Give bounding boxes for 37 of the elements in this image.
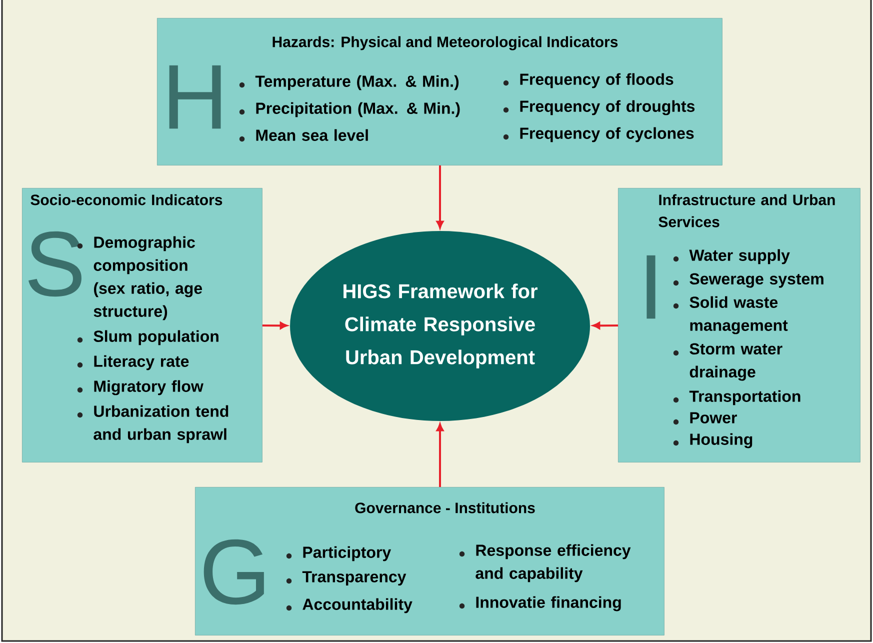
box-heading: Socio-economic Indicators bbox=[30, 194, 222, 206]
bullet-item: Urbanization tend and urban sprawl bbox=[77, 405, 228, 444]
bullet-item: Accountability bbox=[286, 598, 412, 614]
bullet-item: Power bbox=[673, 412, 737, 425]
bullet-item: Slum population bbox=[77, 330, 218, 346]
bullet-item: Frequency of cyclones bbox=[503, 127, 694, 142]
bullet-item: Participtory bbox=[286, 546, 392, 562]
bullet-item: Precipitation (Max. & Min.) bbox=[239, 102, 460, 118]
bullet-item: Temperature (Max. & Min.) bbox=[239, 75, 459, 90]
arrow bbox=[262, 322, 288, 330]
big-letter: H bbox=[169, 65, 221, 129]
bullet-item: Storm water drainage bbox=[673, 343, 782, 381]
big-letter: G bbox=[204, 539, 264, 605]
arrow bbox=[436, 165, 444, 228]
indicator-box bbox=[618, 188, 860, 462]
bullet-item: Housing bbox=[673, 433, 752, 448]
arrow bbox=[436, 424, 444, 487]
bullet-item: Migratory flow bbox=[77, 380, 204, 396]
bullet-item: Frequency of floods bbox=[503, 73, 674, 88]
box-heading: Hazards: Physical and Meteorological Indicators bbox=[272, 36, 618, 50]
bullet-item: Transparency bbox=[286, 571, 406, 586]
box-heading: Governance - Institutions bbox=[355, 502, 535, 514]
bullet-item: Response efficiency and capability bbox=[459, 544, 631, 582]
arrow bbox=[592, 322, 618, 330]
bullet-item: Mean sea level bbox=[239, 129, 368, 142]
bullet-item: Solid waste management bbox=[673, 296, 788, 334]
box-heading: Infrastructure and Urban Services bbox=[658, 194, 835, 228]
indicator-box bbox=[195, 487, 664, 636]
bullet-item: Literacy rate bbox=[77, 355, 189, 370]
bullet-item: Transportation bbox=[673, 390, 800, 406]
bullet-item: Frequency of droughts bbox=[503, 100, 695, 116]
bullet-item: Sewerage system bbox=[673, 273, 824, 288]
indicator-box bbox=[22, 188, 262, 462]
big-letter: I bbox=[646, 255, 656, 319]
indicator-box bbox=[157, 18, 722, 166]
bullet-item: Water supply bbox=[673, 249, 790, 264]
bullet-item: Innovatie financing bbox=[459, 596, 621, 612]
